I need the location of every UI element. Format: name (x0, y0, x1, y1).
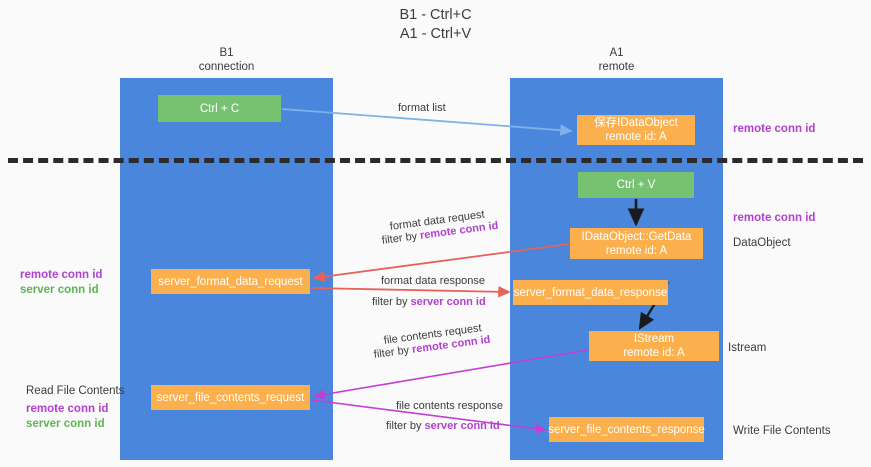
box-server-file-contents-response-label: server_file_contents_response (548, 423, 705, 436)
page-title-line-1: B1 - Ctrl+C (399, 7, 472, 23)
box-istream-subtitle: remote id: A (623, 347, 685, 359)
annotation-left-remote-conn-id-2: remote conn id (26, 403, 109, 415)
box-server-format-data-request-label: server_format_data_request (158, 275, 303, 288)
box-istream-title: IStream (633, 333, 675, 345)
annotation-left-conn-ids-2: remote conn id server conn id (26, 402, 108, 432)
box-server-format-data-response-label: server_format_data_response (513, 286, 668, 299)
filter-prefix-2: filter by (372, 296, 411, 308)
phase-divider (8, 158, 863, 163)
edge-label-format-data-response-filter: filter by server conn id (372, 295, 486, 310)
annotation-left-conn-ids: remote conn id server conn id (20, 268, 102, 298)
box-server-file-contents-request-label: server_file_contents_request (156, 391, 305, 404)
lane-header-a1: A1 remote (510, 46, 723, 74)
annotation-left-server-conn-id-2: server conn id (26, 418, 105, 430)
filter-key-server-conn-id-2: server conn id (424, 420, 500, 432)
edge-label-format-list: format list (398, 102, 446, 114)
page-title: B1 - Ctrl+C A1 - Ctrl+V (0, 6, 871, 44)
box-server-file-contents-request[interactable]: server_file_contents_request (151, 385, 310, 410)
lane-header-b1: B1 connection (120, 46, 333, 74)
box-idataobject-store-title: 保存IDataObject (594, 117, 678, 129)
annotation-left-server-conn-id: server conn id (20, 284, 99, 296)
box-ctrl-c[interactable]: Ctrl + C (158, 95, 281, 122)
box-server-format-data-request[interactable]: server_format_data_request (151, 269, 310, 294)
annotation-remote-conn-id-top: remote conn id (733, 123, 816, 135)
box-ctrl-v[interactable]: Ctrl + V (578, 172, 694, 198)
box-istream[interactable]: IStream remote id: A (589, 331, 719, 361)
annotation-dataobject: DataObject (733, 237, 791, 249)
edge-label-format-data-response: format data response (381, 275, 485, 287)
box-server-format-data-response[interactable]: server_format_data_response (513, 280, 668, 305)
page-title-line-2: A1 - Ctrl+V (399, 26, 472, 42)
box-getdata-subtitle: remote id: A (605, 244, 668, 257)
box-getdata[interactable]: IDataObject::GetData remote id: A (570, 228, 703, 259)
lane-header-b1-name: B1 (219, 47, 234, 59)
annotation-istream: Istream (728, 342, 767, 354)
box-getdata-title: IDataObject::GetData (581, 230, 692, 243)
box-idataobject-store[interactable]: 保存IDataObject remote id: A (577, 115, 695, 145)
lane-header-b1-subtitle: connection (198, 61, 255, 73)
box-ctrl-c-label: Ctrl + C (199, 102, 240, 115)
filter-prefix-3: filter by (373, 343, 413, 361)
annotation-left-remote-conn-id: remote conn id (20, 269, 103, 281)
box-server-file-contents-response[interactable]: server_file_contents_response (548, 417, 705, 442)
lane-header-a1-subtitle: remote (598, 61, 635, 73)
filter-prefix-1: filter by (381, 229, 421, 247)
annotation-read-file-contents: Read File Contents (26, 385, 125, 397)
filter-prefix-4: filter by (386, 420, 425, 432)
edge-label-file-contents-response-filter: filter by server conn id (386, 419, 500, 434)
edge-label-file-contents-response: file contents response (396, 400, 504, 412)
annotation-write-file-contents: Write File Contents (733, 425, 831, 437)
lane-header-a1-name: A1 (609, 47, 624, 59)
box-idataobject-store-subtitle: remote id: A (605, 131, 667, 143)
annotation-remote-conn-id-mid: remote conn id (733, 212, 816, 224)
filter-key-server-conn-id-1: server conn id (410, 296, 486, 308)
box-ctrl-v-label: Ctrl + V (616, 179, 656, 191)
